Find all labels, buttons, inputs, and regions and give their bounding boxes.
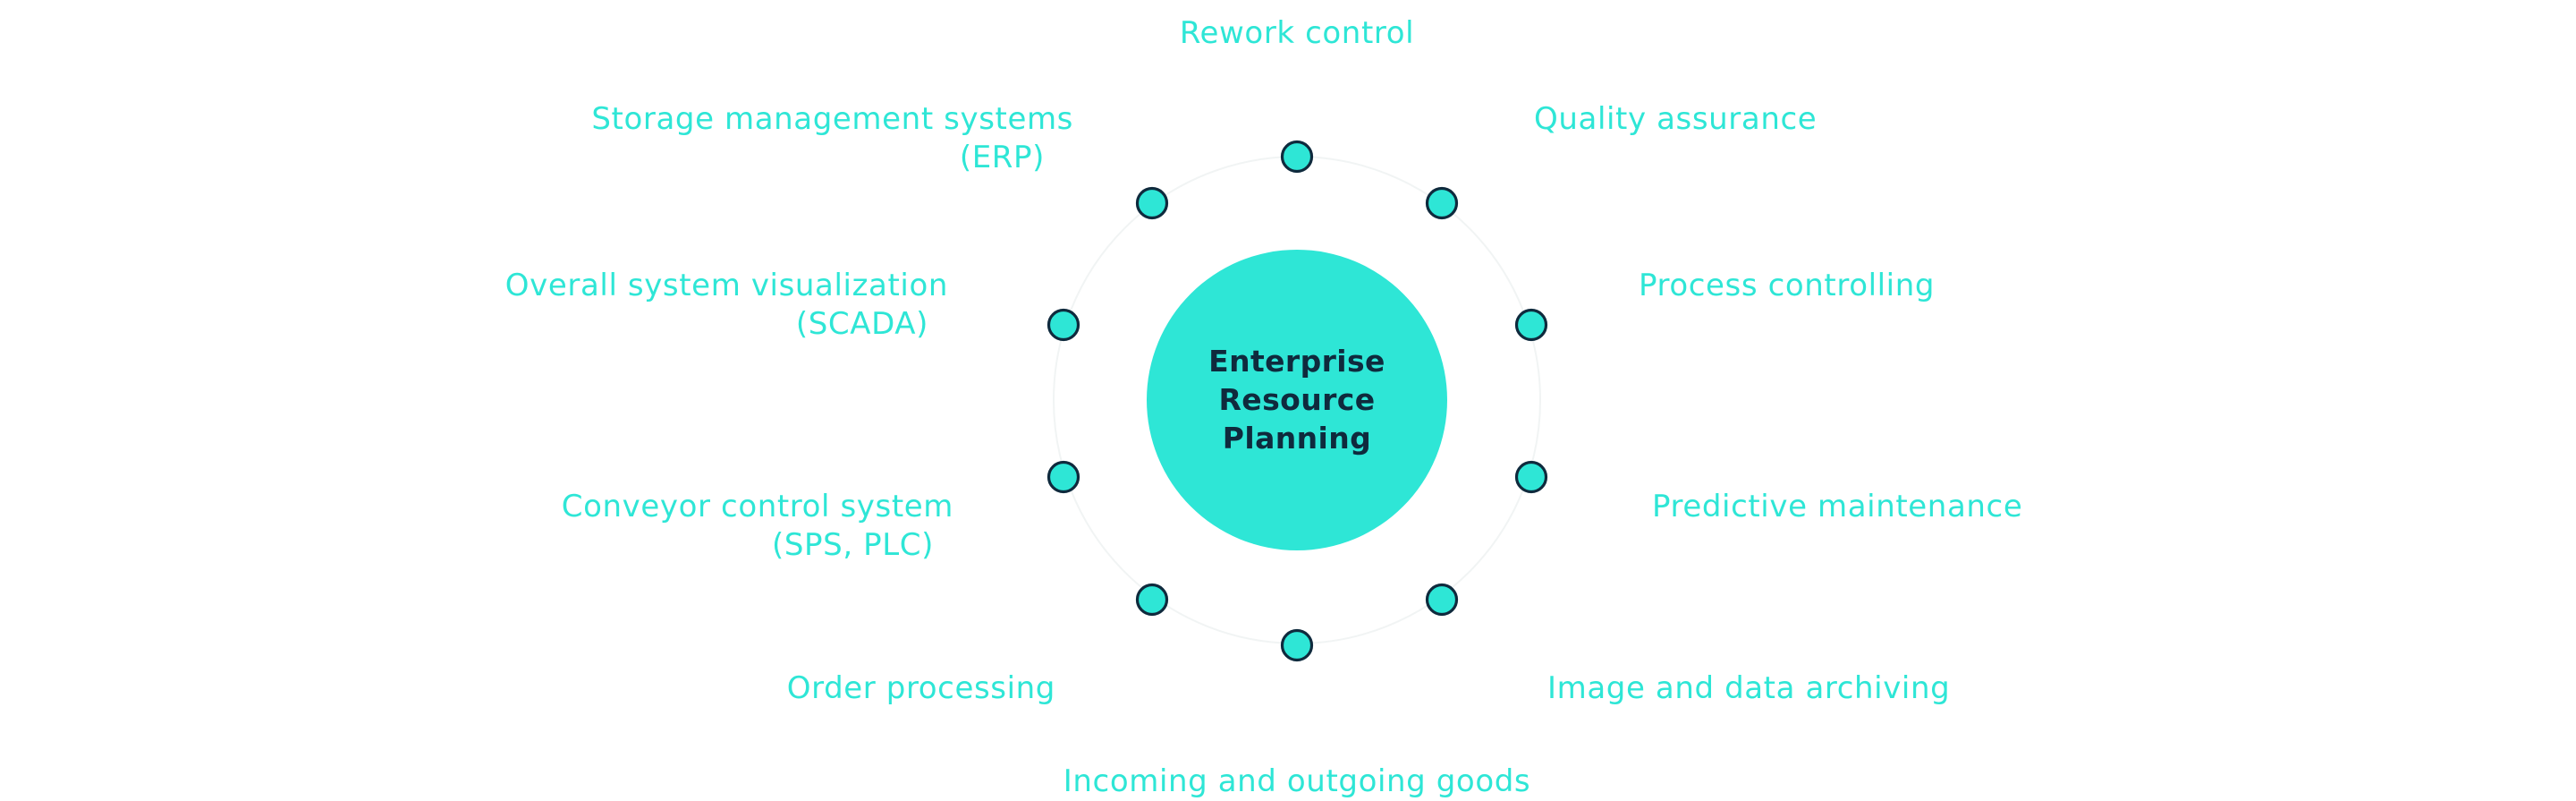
label-image-archiving-text: Image and data archiving: [1547, 670, 1951, 706]
node-storage-management: [1135, 186, 1169, 220]
label-rework-control: Rework control: [1118, 14, 1476, 53]
center-title: Enterprise Resource Planning: [1136, 342, 1458, 457]
label-order-processing-text: Order processing: [786, 670, 1055, 706]
label-conveyor-control: Conveyor control system (SPS, PLC): [411, 488, 953, 565]
label-image-archiving: Image and data archiving: [1547, 669, 1950, 708]
label-incoming-outgoing: Incoming and outgoing goods: [1029, 763, 1565, 801]
label-storage-management-line-1: Storage management systems: [591, 101, 1073, 137]
node-image-archiving: [1425, 583, 1459, 617]
label-storage-management: Storage management systems (ERP): [519, 100, 1073, 177]
label-order-processing: Order processing: [626, 669, 1055, 708]
center-circle: [1147, 250, 1447, 550]
label-predictive-maintenance: Predictive maintenance: [1652, 488, 2022, 526]
label-system-visualization-line-2: (SCADA): [795, 306, 928, 342]
node-conveyor-control: [1046, 460, 1080, 494]
center-title-line-3: Planning: [1222, 421, 1372, 456]
label-conveyor-control-line-1: Conveyor control system: [561, 489, 953, 524]
label-system-visualization: Overall system visualization (SCADA): [411, 267, 948, 344]
node-rework-control: [1280, 140, 1314, 174]
label-incoming-outgoing-text: Incoming and outgoing goods: [1063, 763, 1531, 799]
center-title-line-2: Resource: [1218, 382, 1376, 417]
center-title-line-1: Enterprise: [1208, 344, 1385, 379]
label-predictive-maintenance-text: Predictive maintenance: [1652, 489, 2023, 524]
label-rework-control-text: Rework control: [1179, 15, 1415, 51]
node-system-visualization: [1046, 308, 1080, 342]
label-conveyor-control-line-2: (SPS, PLC): [772, 527, 934, 563]
label-system-visualization-line-1: Overall system visualization: [504, 268, 948, 303]
label-process-controlling: Process controlling: [1639, 267, 1935, 305]
node-incoming-outgoing: [1280, 628, 1314, 662]
label-storage-management-line-2: (ERP): [959, 140, 1045, 175]
node-group: [1046, 140, 1548, 662]
node-quality-assurance: [1425, 186, 1459, 220]
label-quality-assurance-text: Quality assurance: [1534, 101, 1818, 137]
node-process-controlling: [1514, 308, 1548, 342]
label-process-controlling-text: Process controlling: [1639, 268, 1936, 303]
label-quality-assurance: Quality assurance: [1534, 100, 1817, 139]
node-order-processing: [1135, 583, 1169, 617]
node-predictive-maintenance: [1514, 460, 1548, 494]
